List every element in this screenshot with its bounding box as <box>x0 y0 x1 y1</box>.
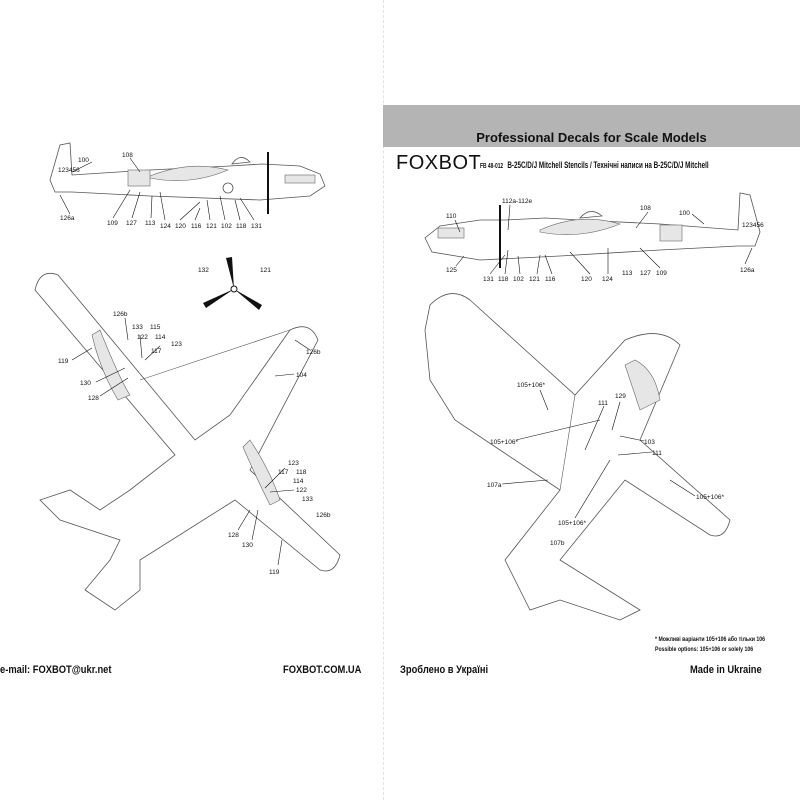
callout-label: 100 <box>78 157 89 164</box>
right-profile-serial: 123456 <box>742 222 764 229</box>
callout-label: 119 <box>269 569 280 576</box>
callout-label: 126a <box>60 215 75 222</box>
right-profile-callouts: 112a-112e 110 108 100 126a 125 131 118 1… <box>446 198 755 283</box>
left-profile-aircraft: 123456 <box>49 142 326 214</box>
callout-label: 133 <box>302 496 313 503</box>
callout-label: 107a <box>487 482 502 489</box>
title-text: B-25C/D/J Mitchell Stencils / Технічні н… <box>507 160 709 170</box>
callout-label: 113 <box>622 270 633 277</box>
prop-callout: 121 <box>260 267 271 274</box>
tagline: Professional Decals for Scale Models <box>476 130 707 145</box>
callout-label: 124 <box>602 276 613 283</box>
callout-label: 105+106* <box>490 439 518 446</box>
options-note-ua: * Можливі варіанти 105+106 або тільки 10… <box>655 636 766 643</box>
callout-label: 104 <box>296 372 307 379</box>
footer-email[interactable]: e-mail: FOXBOT@ukr.net <box>0 664 112 676</box>
callout-label: 108 <box>122 152 133 159</box>
callout-label: 121 <box>206 223 217 230</box>
callout-label: 119 <box>58 358 69 365</box>
left-profile-serial: 123456 <box>58 167 80 174</box>
left-top-view-aircraft <box>34 272 341 611</box>
callout-label: 125 <box>446 267 457 274</box>
callout-label: 131 <box>483 276 494 283</box>
callout-label: 110 <box>446 213 457 220</box>
callout-label: 128 <box>88 395 99 402</box>
footer-made-en: Made in Ukraine <box>690 664 762 676</box>
page-divider <box>383 0 384 800</box>
callout-label: 114 <box>155 334 166 341</box>
callout-label: 127 <box>640 270 651 277</box>
callout-label: 100 <box>679 210 690 217</box>
callout-label: 102 <box>513 276 524 283</box>
callout-label: 126b <box>316 512 331 519</box>
callout-label: 122 <box>296 487 307 494</box>
callout-label: 107b <box>550 540 565 547</box>
header-band <box>383 105 800 147</box>
callout-label: 123 <box>288 460 299 467</box>
callout-label: 118 <box>236 223 247 230</box>
callout-label: 126b <box>306 349 321 356</box>
callout-label: 108 <box>640 205 651 212</box>
callout-label: 120 <box>175 223 186 230</box>
left-profile-callouts: 100 108 126a 109 127 113 124 120 116 121… <box>59 152 262 230</box>
callout-label: 129 <box>615 393 626 400</box>
left-top-view-callouts: 126b 133 115 122 114 123 117 119 130 128… <box>58 311 331 576</box>
callout-label: 130 <box>80 380 91 387</box>
callout-label: 122 <box>137 334 148 341</box>
callout-label: 126b <box>113 311 128 318</box>
callout-label: 116 <box>545 276 556 283</box>
callout-label: 123 <box>171 341 182 348</box>
callout-label: 128 <box>228 532 239 539</box>
callout-label: 113 <box>145 220 156 227</box>
callout-label: 103 <box>644 439 655 446</box>
right-top-view-aircraft <box>424 293 731 621</box>
callout-label: 133 <box>132 324 143 331</box>
callout-label: 109 <box>107 220 118 227</box>
callout-label: 127 <box>126 220 137 227</box>
callout-label: 118 <box>498 276 509 283</box>
callout-label: 112a-112e <box>502 198 533 205</box>
callout-label: 111 <box>598 400 608 407</box>
brand-logo: FOXBOT <box>396 152 482 174</box>
callout-label: 105+106* <box>696 494 724 501</box>
callout-label: 109 <box>656 270 667 277</box>
callout-label: 111 <box>652 450 662 457</box>
footer-made-ua: Зроблено в Україні <box>400 664 489 676</box>
callout-label: 124 <box>160 223 171 230</box>
right-top-view-callouts: 105+106* 111 129 103 105+106* 111 107a 1… <box>487 382 724 547</box>
callout-label: 131 <box>251 223 262 230</box>
right-profile-aircraft: 123456 <box>424 192 764 268</box>
product-code: FB 48-012 <box>480 163 504 170</box>
callout-label: 115 <box>150 324 161 331</box>
options-note-en: Possible options: 105+106 or solely 106 <box>655 646 754 653</box>
callout-label: 102 <box>221 223 232 230</box>
callout-label: 116 <box>191 223 202 230</box>
footer-website[interactable]: FOXBOT.COM.UA <box>283 664 362 676</box>
callout-label: 105+106* <box>558 520 586 527</box>
propeller-drawing: 132 121 <box>198 257 271 310</box>
callout-label: 117 <box>278 469 289 476</box>
callout-label: 130 <box>242 542 253 549</box>
callout-label: 118 <box>296 469 307 476</box>
callout-label: 114 <box>293 478 304 485</box>
callout-label: 105+106* <box>517 382 545 389</box>
prop-callout: 132 <box>198 267 209 274</box>
callout-label: 126a <box>740 267 755 274</box>
callout-label: 117 <box>151 348 162 355</box>
callout-label: 120 <box>581 276 592 283</box>
callout-label: 121 <box>529 276 540 283</box>
